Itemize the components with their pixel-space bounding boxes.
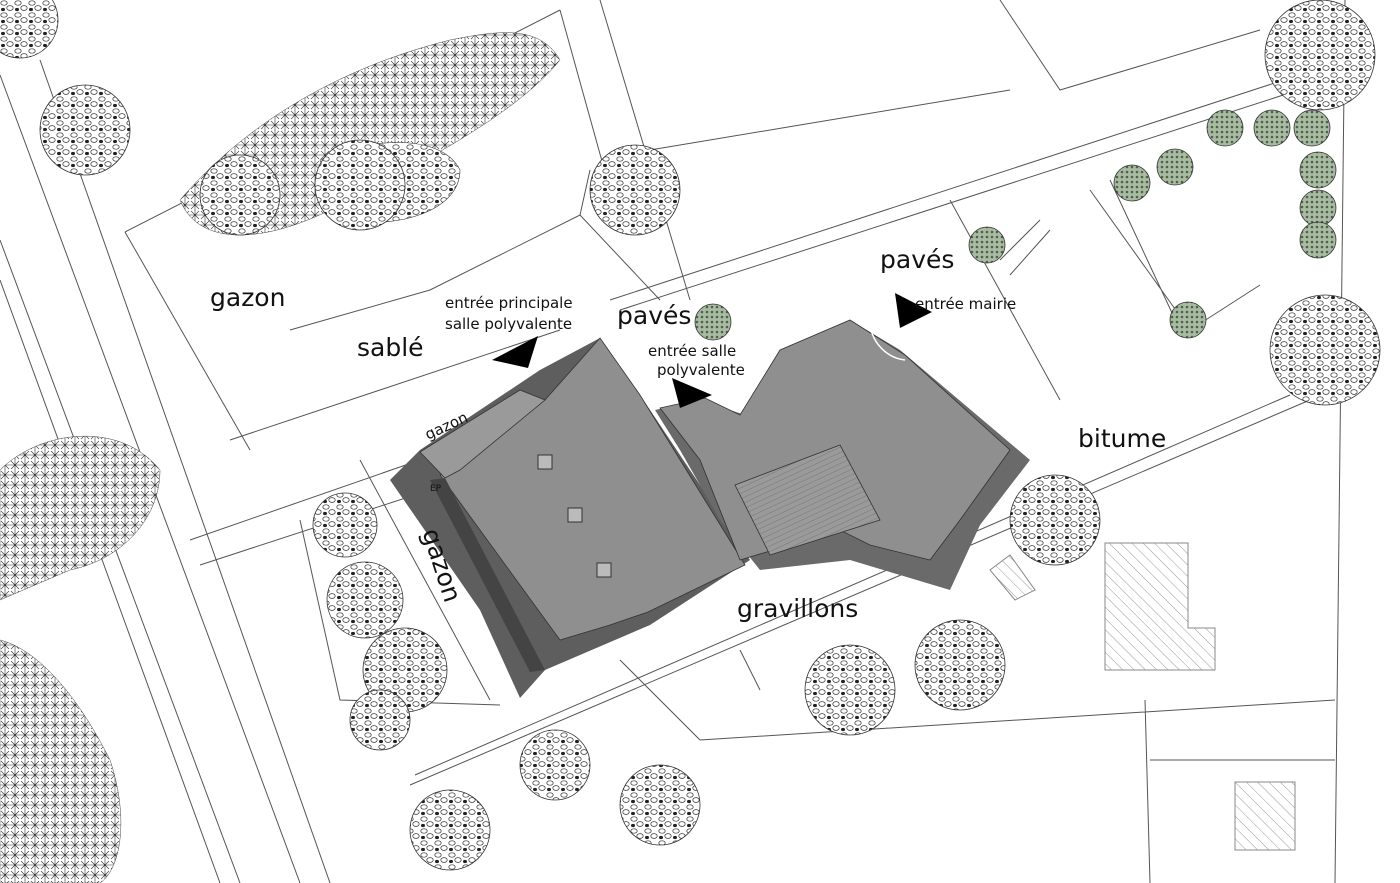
label-sable: sablé [357,333,424,362]
label-polyvalente: polyvalente [657,361,745,379]
entrance-arrow-icon [895,293,932,328]
hatched-roof [734,444,881,556]
chimney [596,562,612,578]
small-tree-icon [1169,301,1207,339]
tree-icon [312,492,378,558]
tree-icon [39,84,131,176]
tree-icon [519,729,591,801]
entrance-arrow-icon [492,336,538,368]
small-tree-icon [1293,109,1331,147]
tree-icon [1009,474,1101,566]
small-tree-icon [1299,189,1337,227]
small-tree-icon [1299,221,1337,259]
building-salle-polyvalente [390,337,750,698]
building-link [655,319,1030,590]
entrance-arrow-icon [672,378,712,408]
chimney [567,507,583,523]
small-tree-icon [968,226,1006,264]
small-tree-icon [1299,151,1337,189]
label-gravillons: gravillons [737,594,858,623]
small-tree-icon [1156,148,1194,186]
small-tree-icon [1206,109,1244,147]
label-paves: pavés [617,301,691,330]
neighbor-building [1104,542,1216,671]
label-gazon: gazon [210,283,285,312]
tree-icon [0,0,59,59]
neighbor-building [1234,781,1296,851]
label-bitume: bitume [1078,424,1166,453]
tree-icon [804,644,896,736]
tree-icon [409,789,491,871]
tree-icon [589,144,681,236]
small-tree-icon [1113,164,1151,202]
label-entree-principale: entrée principale [445,294,573,312]
neighbor-building [989,554,1036,601]
tree-icon [349,689,411,751]
small-tree-icon [1253,109,1291,147]
label-ep: EP [430,484,442,494]
tree-icon [314,139,406,231]
tree-icon [1269,294,1381,406]
tree-icon [326,561,404,639]
property-lines [0,0,1346,883]
tree-icon [914,619,1006,711]
label-entree-salle: entrée salle [648,342,736,360]
tree-icon [619,764,701,846]
tree-icon [1264,0,1376,111]
small-tree-icon [694,303,732,341]
trees [0,0,1381,871]
label-paves: pavés [880,245,954,274]
label-entree-mairie: entrée mairie [915,295,1016,313]
tree-icon [199,154,281,236]
chimney [537,454,553,470]
label-salle-polyvalente: salle polyvalente [445,315,572,333]
